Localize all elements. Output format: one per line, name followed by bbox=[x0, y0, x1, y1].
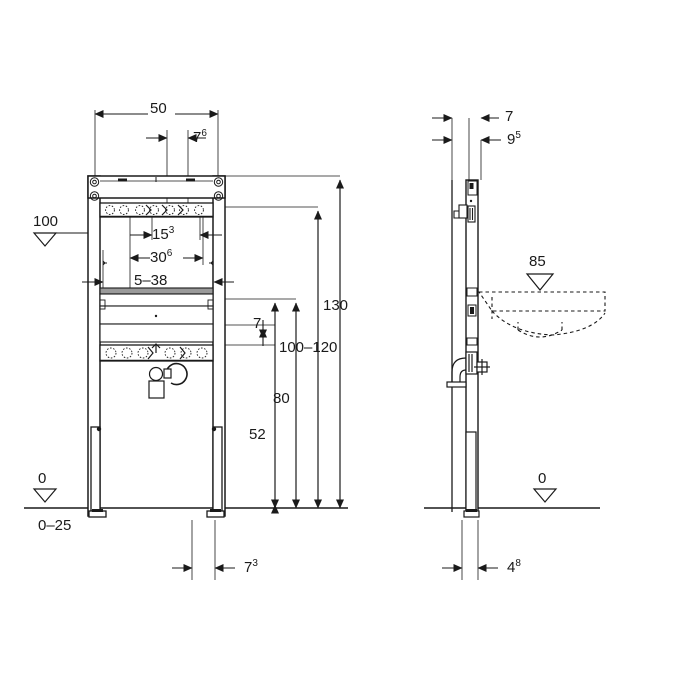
dim-label-range-5-38: 5–38 bbox=[134, 272, 168, 289]
level-markers bbox=[32, 232, 558, 503]
dim-label-7: 7 bbox=[253, 315, 262, 332]
dim-label-inner-30-6: 306 bbox=[150, 248, 173, 266]
dim-label-130: 130 bbox=[323, 297, 349, 314]
floor-buildup-label: 0–25 bbox=[38, 517, 72, 534]
frame-front-geometry bbox=[87, 175, 226, 518]
dim-label-100-120: 100–120 bbox=[279, 339, 338, 356]
dim-label-80: 80 bbox=[273, 390, 290, 407]
level-label-100: 100 bbox=[33, 213, 59, 230]
frame-side-geometry bbox=[446, 179, 490, 518]
dim-label-52: 52 bbox=[249, 426, 266, 443]
dim-label-offset-7-6: 76 bbox=[193, 128, 207, 146]
dim-label-foot-7-3: 73 bbox=[244, 558, 258, 576]
dim-label-inner-15-3: 153 bbox=[152, 225, 175, 243]
dim-label-width-50: 50 bbox=[150, 100, 167, 117]
washbasin-outline bbox=[477, 291, 606, 338]
dimension-lines bbox=[82, 110, 501, 572]
level-label-0-side: 0 bbox=[538, 470, 547, 487]
dim-label-depth-7: 7 bbox=[505, 108, 514, 125]
level-label-85: 85 bbox=[529, 253, 546, 270]
dim-label-foot-4-8: 48 bbox=[507, 558, 521, 576]
dim-label-depth-9-5: 95 bbox=[507, 130, 521, 148]
level-label-0: 0 bbox=[38, 470, 47, 487]
